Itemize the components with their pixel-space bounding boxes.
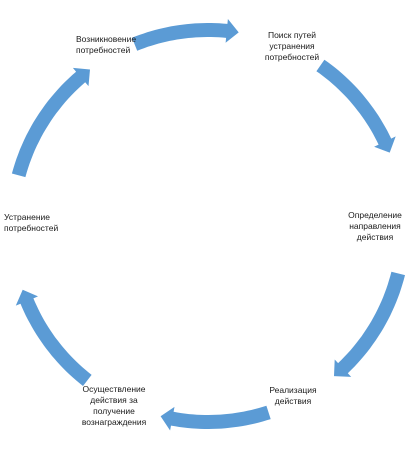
stage-label-need-eliminated: Устранение потребностей	[4, 212, 59, 233]
stage-label-need-arises: Возникновение потребностей	[76, 34, 137, 55]
cycle-arrow-4	[160, 405, 271, 431]
stage-label-reward-action: Осуществление действия за получение возн…	[81, 384, 147, 427]
stage-label-search-ways: Поиск путей устранения потребностей	[264, 30, 320, 62]
cycle-arrow-5	[15, 289, 92, 386]
cycle-arrow-2	[316, 59, 396, 153]
cycle-arrow-3	[334, 271, 405, 377]
stage-label-define-direction: Определение направления действия	[348, 210, 402, 242]
arrows-layer	[11, 19, 405, 431]
cycle-arrow-1	[132, 19, 239, 51]
stage-label-realization: Реализация действия	[269, 385, 317, 406]
cycle-arrow-6	[11, 67, 90, 178]
